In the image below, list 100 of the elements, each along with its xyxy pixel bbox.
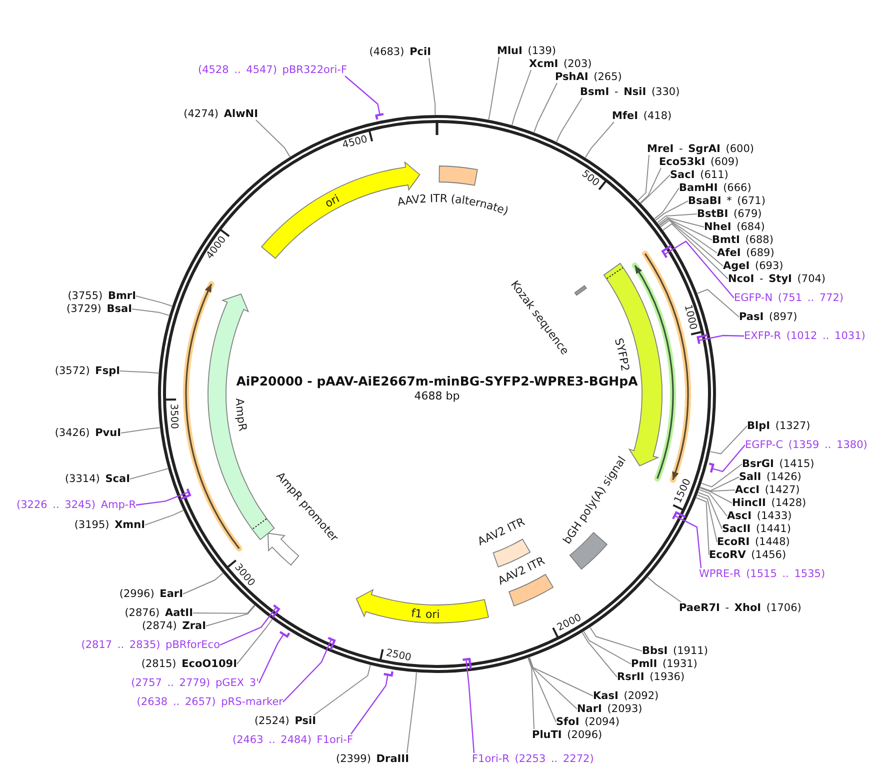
restriction-site-label: EcoRI (1448): [717, 536, 790, 548]
leader-line: [659, 218, 718, 254]
restriction-site-label: BmtI (688): [712, 234, 774, 246]
tick-label: 500: [579, 168, 602, 189]
restriction-site-label: MreI - SgrAI (600): [647, 143, 754, 155]
restriction-site-label: BlpI (1327): [747, 420, 810, 432]
primer-binding-mark: [672, 511, 686, 520]
leader-line: [130, 468, 168, 480]
leader-line: [660, 220, 724, 266]
leader-line: [662, 223, 728, 280]
leader-line: [583, 631, 632, 664]
leader-line: [699, 487, 732, 504]
restriction-site-label: (3729) BsaI: [66, 303, 132, 315]
leader-line: [640, 168, 662, 204]
feature-label: ori: [322, 192, 342, 210]
restriction-site-label: AfeI (689): [717, 247, 774, 259]
restriction-site-label: XcmI (203): [529, 58, 592, 70]
restriction-site-label: (2399) DraIII: [336, 753, 409, 765]
map-title: AiP20000 - pAAV-AiE2667m-minBG-SYFP2-WPRE3-BGHpA: [236, 374, 638, 388]
leader-line: [220, 606, 277, 646]
leader-line: [182, 572, 224, 594]
primer-label: EGFP-N (751 .. 772): [734, 292, 844, 304]
leader-line: [132, 308, 170, 316]
restriction-site-label: Eco53kI (609): [659, 156, 739, 168]
leader-line: [488, 56, 500, 120]
tick-label: 1500: [672, 477, 694, 505]
primer-binding-mark: [272, 604, 280, 618]
leader-line: [120, 370, 160, 374]
primer-label: (2638 .. 2657) pRS-marker: [136, 696, 283, 708]
tick-label: 2500: [385, 648, 412, 664]
primer-label: (3226 .. 3245) Amp-R: [16, 499, 136, 511]
leader-line: [658, 218, 712, 240]
restriction-site-label: (2815) EcoO109I: [141, 658, 237, 670]
leader-line: [696, 288, 740, 318]
leader-line: [256, 120, 290, 158]
leader-line: [512, 70, 532, 126]
primer-binding-mark: [708, 462, 714, 473]
leader-line: [350, 674, 388, 734]
restriction-site-label: BamHI (666): [679, 182, 752, 194]
primer-binding-mark: [375, 113, 384, 120]
leader-line: [282, 638, 332, 702]
leader-line: [529, 656, 594, 696]
primer-label: WPRE-R (1515 .. 1535): [699, 568, 826, 580]
restriction-site-label: PshAI (265): [555, 71, 622, 83]
primer-binding-mark: [328, 636, 336, 650]
restriction-site-label: BsrGI (1415): [742, 458, 814, 470]
leader-line: [696, 494, 718, 542]
leader-line: [656, 214, 698, 224]
leader-line: [534, 82, 558, 133]
restriction-site-label: BstBI (679): [697, 208, 762, 220]
leader-line: [701, 464, 742, 488]
restriction-site-label: (2876) AatII: [124, 607, 193, 619]
leader-line: [696, 497, 710, 556]
restriction-site-label: BsmI - NsiI (330): [580, 86, 680, 98]
primer-label: (2817 .. 2835) pBRforEco: [81, 639, 220, 651]
restriction-site-label: NarI (2093): [577, 703, 642, 715]
leader-line: [466, 659, 475, 754]
restriction-site-label: (2996) EarI: [119, 588, 183, 600]
feature-label: f1 ori: [410, 606, 440, 621]
restriction-site-label: AccI (1427): [735, 484, 800, 496]
leader-line: [698, 334, 744, 342]
restriction-site-label: MfeI (418): [612, 110, 672, 122]
leader-line: [638, 154, 650, 201]
primer-label: (4528 .. 4547) pBR322ori-F: [198, 64, 347, 76]
restriction-site-label: HincII (1428): [732, 497, 806, 509]
restriction-site-label: SfoI (2094): [556, 716, 620, 728]
leader-line: [258, 634, 284, 684]
restriction-site-label: KasI (2092): [593, 690, 659, 702]
leader-line: [664, 240, 734, 298]
leader-line: [584, 122, 614, 158]
leader-line: [710, 426, 748, 454]
leader-line: [314, 664, 371, 716]
restriction-site-label: NcoI - StyI (704): [728, 273, 826, 285]
primer-label: (2463 .. 2484) F1ori-F: [232, 734, 353, 746]
leader-line: [192, 604, 255, 614]
leader-line: [582, 632, 618, 678]
restriction-site-label: MluI (139): [497, 45, 556, 57]
primer-binding-mark: [696, 334, 708, 344]
restriction-site-label: NheI (684): [704, 221, 765, 233]
restriction-site-label: SalI (1426): [739, 471, 802, 483]
restriction-site-label: AgeI (693): [723, 260, 784, 272]
leader-line: [640, 174, 670, 204]
primer-binding-mark: [384, 671, 394, 676]
restriction-site-label: EcoRV (1456): [709, 549, 786, 561]
leader-line: [428, 58, 436, 116]
leader-line: [698, 492, 722, 530]
restriction-site-label: (3195) XmnI: [74, 519, 145, 531]
tick-label: 1000: [682, 304, 698, 331]
leader-line: [654, 188, 680, 220]
restriction-site-label: (3755) BmrI: [68, 290, 136, 302]
leader-line: [674, 515, 702, 568]
leader-line: [528, 657, 556, 722]
tick-label: 2000: [556, 612, 584, 634]
primer-binding-mark: [462, 658, 472, 670]
primer-label: EXFP-R (1012 .. 1031): [744, 330, 866, 342]
tick-label: 3500: [168, 404, 180, 430]
feature-label: AAV2 ITR: [476, 515, 527, 548]
leader-line: [647, 576, 682, 602]
restriction-site-label: PmlI (1931): [631, 658, 698, 670]
restriction-site-label: (2524) PsiI: [254, 715, 316, 727]
